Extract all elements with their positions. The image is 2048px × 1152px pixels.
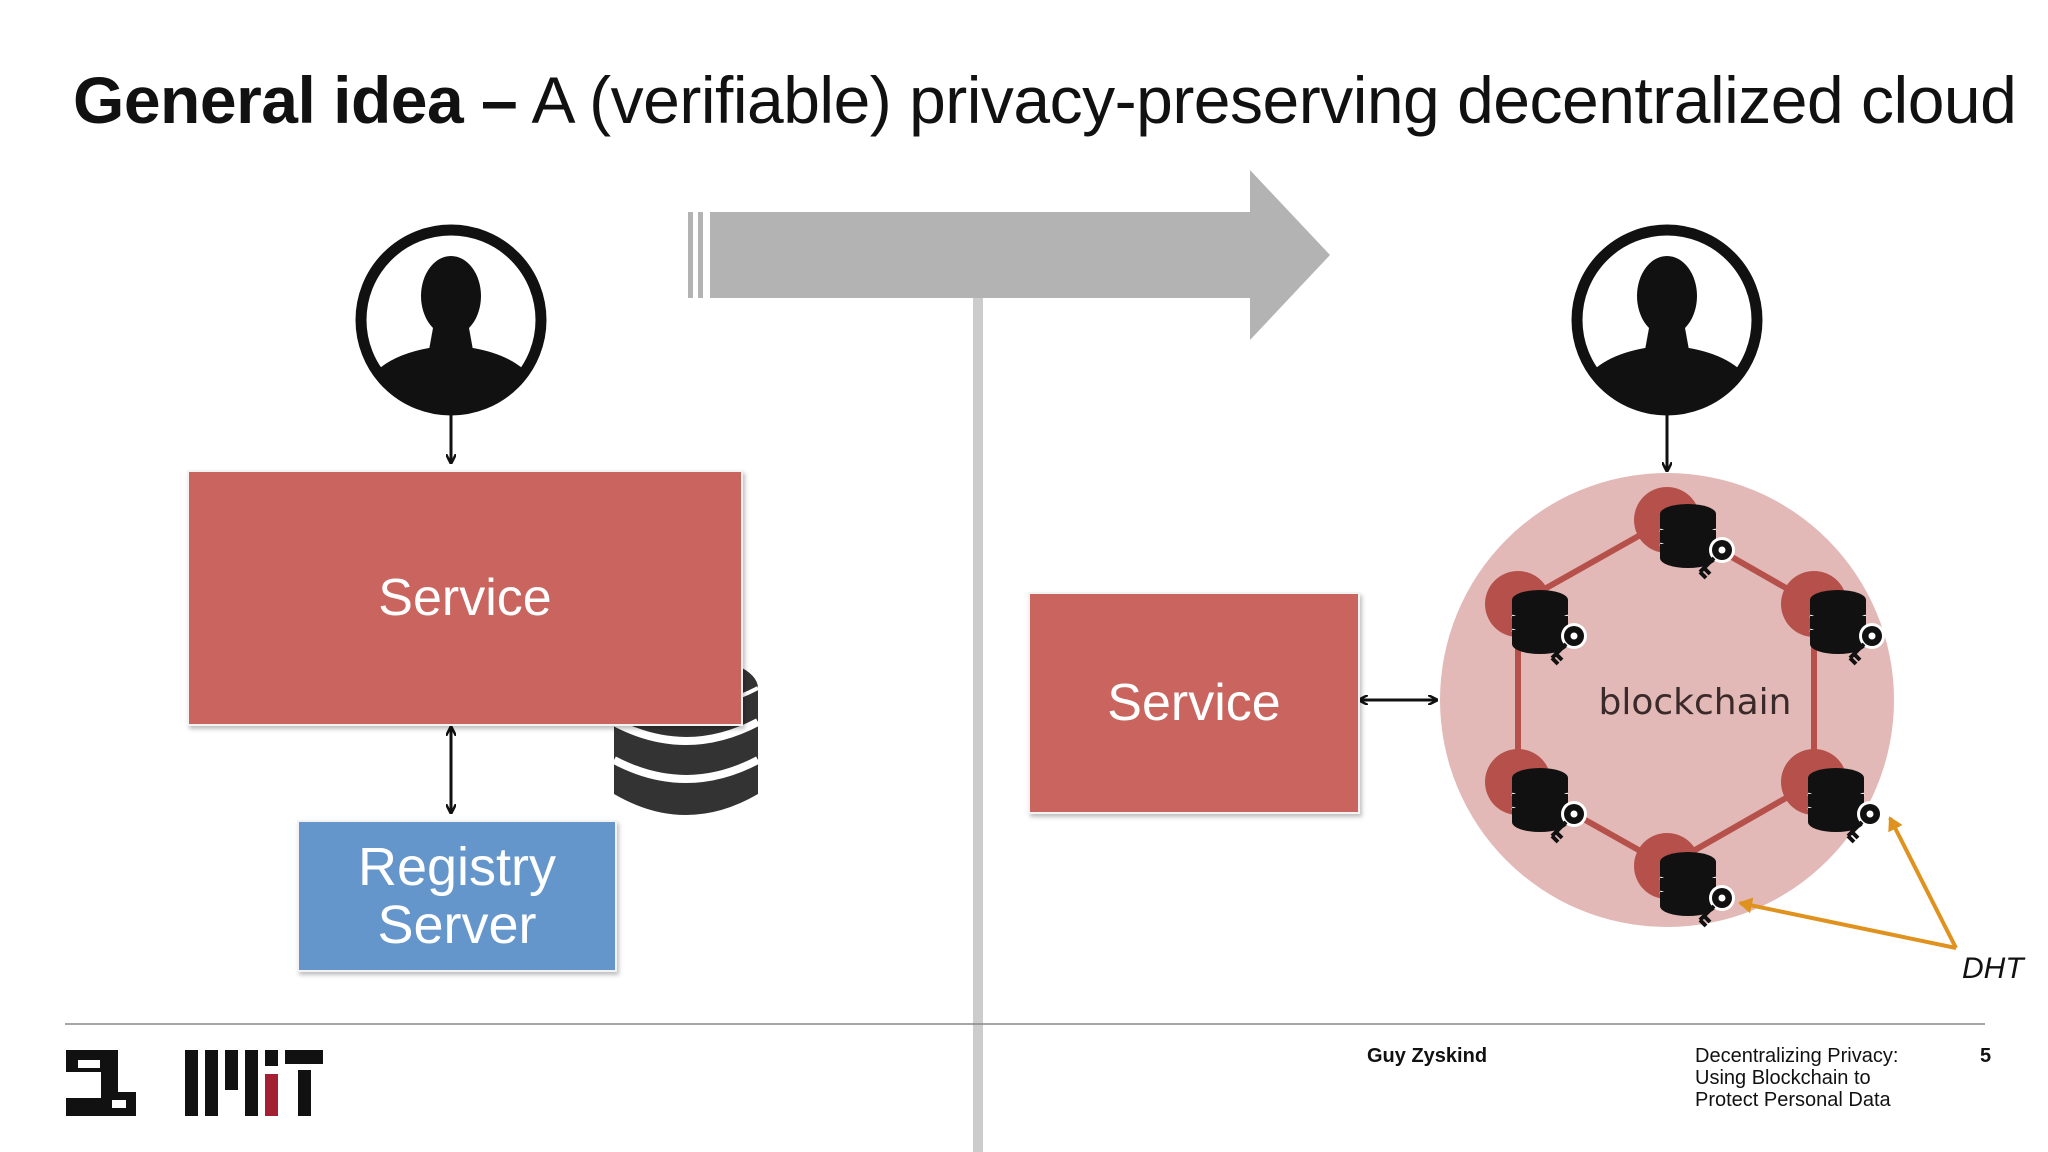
service-label-left: Service [378, 569, 552, 627]
title-bold: General idea – [73, 63, 518, 137]
divider-line [973, 298, 983, 1152]
user-avatar-icon-right [1572, 230, 1762, 415]
user-avatar-icon [356, 230, 546, 415]
transition-arrow-icon [688, 170, 1330, 340]
registry-label: Registry Server [357, 837, 557, 955]
registry-server-box: Registry Server [297, 820, 617, 972]
service-box-right: Service [1028, 592, 1360, 814]
dht-nodes [1485, 487, 1887, 928]
service-label-right: Service [1107, 674, 1281, 732]
title-rest: A (verifiable) privacy-preserving decent… [517, 63, 2017, 137]
blockchain-label: blockchain [1598, 682, 1792, 723]
mit-logo [66, 1050, 323, 1116]
dht-arrows [1738, 816, 1958, 950]
page-number: 5 [1980, 1045, 1992, 1067]
footer-talk-title: Decentralizing Privacy: Using Blockchain… [1695, 1045, 1899, 1111]
slide-title: General idea – A (verifiable) privacy-pr… [73, 62, 2017, 138]
dht-label: DHT [1962, 952, 2024, 985]
footer-author: Guy Zyskind [1367, 1045, 1488, 1067]
service-box-left: Service [187, 470, 743, 726]
